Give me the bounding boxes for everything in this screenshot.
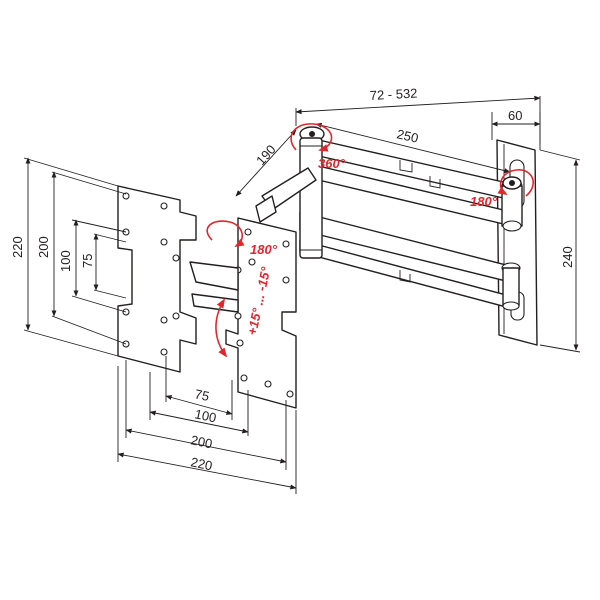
vesa-plate bbox=[117, 185, 197, 373]
dim-vesa-height-75: 75 bbox=[80, 254, 95, 268]
dim-vesa-height-200: 200 bbox=[36, 236, 51, 258]
dim-wall-plate-height: 240 bbox=[560, 246, 575, 268]
tilt-head bbox=[189, 217, 297, 409]
dim-vesa-height-outer: 220 bbox=[10, 236, 25, 258]
dim-wall-plate-width: 60 bbox=[508, 108, 522, 123]
dim-arm-extension: 72 - 532 bbox=[369, 86, 417, 103]
dim-vesa-width-100: 100 bbox=[193, 406, 217, 425]
label-arm-pivot-rotation: 360° bbox=[318, 156, 346, 171]
wall-plate bbox=[496, 139, 538, 346]
dim-swivel-depth: 190 bbox=[253, 142, 279, 168]
dim-vesa-width-75: 75 bbox=[193, 386, 210, 404]
dim-vesa-height-100: 100 bbox=[58, 250, 73, 272]
label-wall-pivot-rotation: 180° bbox=[470, 194, 498, 209]
dim-arm-length: 250 bbox=[395, 126, 420, 145]
dim-vesa-width-200: 200 bbox=[189, 432, 213, 451]
lower-arm bbox=[299, 211, 521, 311]
label-head-swivel-rotation: 180° bbox=[250, 242, 278, 257]
dimension-lines bbox=[23, 95, 581, 494]
dim-vesa-width-outer: 220 bbox=[189, 454, 213, 473]
